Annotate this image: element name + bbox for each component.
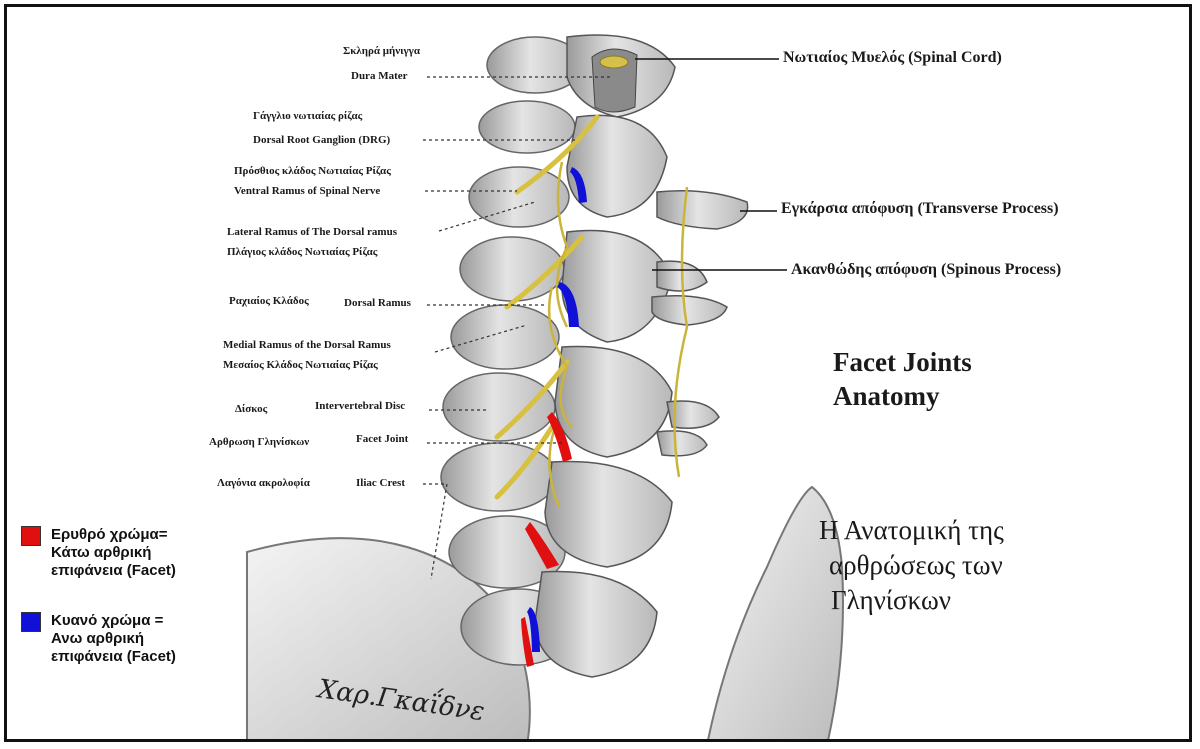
label-dura-en: Dura Mater [351,70,408,82]
legend-blue-line2: Ανω αρθρική [51,630,145,647]
label-lateral-en: Lateral Ramus of The Dorsal ramus [227,226,397,238]
label-drg-en: Dorsal Root Ganglion (DRG) [253,134,391,146]
legend-blue-swatch [21,612,41,632]
dorsal-rami [547,161,689,508]
superior-facets [527,167,587,652]
legend-red-line2: Κάτω αρθρική [51,544,152,561]
label-facet-gr: Αρθρωση Γληνίσκων [209,436,310,448]
title-gr-line3: Γληνίσκων [831,585,951,615]
legend-red-line1: Ερυθρό χρώμα= [51,526,168,543]
inferior-facets [521,412,572,667]
legend-blue-line3: επιφάνεια (Facet) [51,648,176,665]
leader-lines-left [423,76,612,580]
label-medial-gr: Μεσαίος Κλάδος Νωτιαίας Ρίζας [223,359,378,371]
label-lateral-gr: Πλάγιος κλάδος Νωτιαίας Ρίζας [227,246,378,258]
nerve-roots [494,114,600,500]
label-iliac-gr: Λαγόνια ακρολοφία [217,477,310,489]
legend-red-line3: επιφάνεια (Facet) [51,562,176,579]
label-dorsal-en: Dorsal Ramus [344,297,411,309]
spine-illustration: Χαρ.Γκαΐδνε [246,34,844,739]
label-disc-gr: Δίσκος [235,403,268,415]
label-spinal-cord: Νωτιαίος Μυελός (Spinal Cord) [783,49,1002,66]
title-gr-line1: Η Ανατομική της [819,515,1004,545]
label-dorsal-gr: Ραχιαίος Κλάδος [229,295,309,307]
sacrum-right [707,485,844,739]
label-disc-en: Intervertebral Disc [315,400,406,412]
label-spinous-process: Ακανθώδης απόφυση (Spinous Process) [791,261,1062,278]
label-iliac-en: Iliac Crest [356,477,405,489]
label-ventral-gr: Πρόσθιος κλάδος Νωτιαίας Ρίζας [234,165,391,177]
label-facet-en: Facet Joint [356,433,409,445]
label-medial-en: Medial Ramus of the Dorsal Ramus [223,339,391,351]
legend-red-swatch [21,526,41,546]
label-drg-gr: Γάγγλιο νωτιαίας ρίζας [253,110,363,122]
title-gr-line2: αρθρώσεως των [829,550,1003,580]
label-transverse-process: Εγκάρσια απόφυση (Transverse Process) [781,200,1059,217]
leader-lines-right [635,58,787,271]
title-en-line2: Anatomy [833,381,940,411]
spinal-cord-section [599,55,629,69]
label-ventral-en: Ventral Ramus of Spinal Nerve [234,185,381,197]
figure-frame: Χαρ.Γκαΐδνε Σκληρά μήνιγγα Dura Mater Γά… [4,4,1192,742]
title-en-line1: Facet Joints [833,347,972,377]
legend-blue-line1: Κυανό χρώμα = [51,612,164,629]
label-dura-gr: Σκληρά μήνιγγα [343,45,420,57]
